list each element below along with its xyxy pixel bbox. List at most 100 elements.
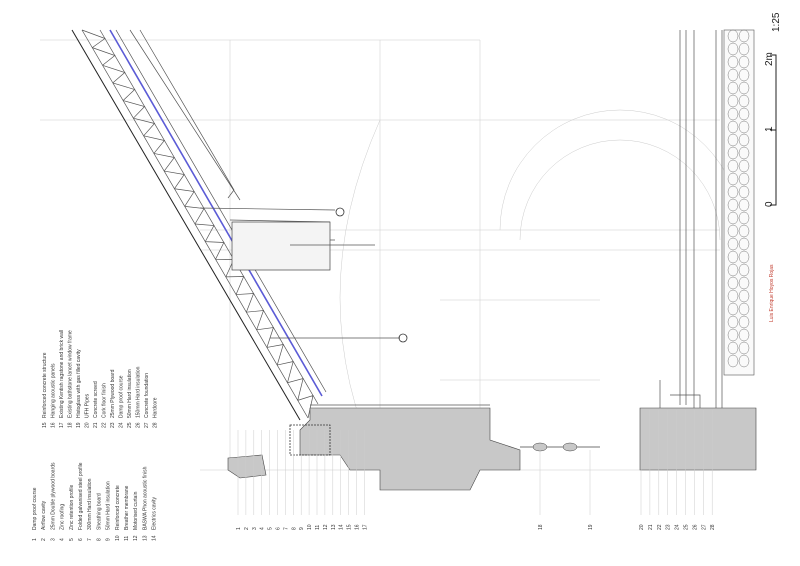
hardcore-stones [727,29,750,368]
legend-label: Existing Kentish ragstone and brick wall [59,330,65,418]
callout-10: 10 [307,524,313,530]
callout-15: 15 [347,524,353,530]
legend-label: Hanging acoustic panels [51,363,57,418]
stone [727,211,739,225]
legend-number: 1 [32,538,38,541]
stone [727,42,739,56]
legend-label: Electrics cavity [152,496,158,530]
legend-number: 24 [119,422,125,428]
stone [738,133,750,147]
callout-11: 11 [315,525,321,530]
legend-label: Folded galvanised steel profile [78,462,84,530]
legend-number: 4 [60,538,66,541]
legend-label: Concrete screed [93,381,99,418]
stone [738,263,750,277]
stone [727,263,739,277]
legend-label: 50mm Hard insulation [106,481,112,530]
stone [727,354,739,368]
stone [727,159,739,173]
stone [738,302,750,316]
callout-5: 5 [268,527,274,530]
stone [727,55,739,69]
acoustic-panel-fixing [335,207,345,217]
scale-bar: 0 1 2m 1:25 [764,12,782,207]
legend-number: 22 [102,422,108,428]
stone [727,146,739,160]
acoustic-panel-fixing [398,333,408,343]
stone [727,237,739,251]
legend-label: Zinc retention profile [69,484,75,530]
legend-label: 150mm Hard insulation [136,366,142,418]
stone [738,224,750,238]
legend-label: Damp proof course [119,375,125,418]
legend-number: 14 [152,535,158,541]
stone [727,328,739,342]
callout-25: 25 [684,524,690,530]
stone [738,94,750,108]
legend-number: 5 [69,538,75,541]
callout-8: 8 [291,527,297,530]
stone [738,211,750,225]
legend-number: 7 [87,538,93,541]
callout-28: 28 [710,524,716,530]
scale-ratio: 1:25 [771,12,782,32]
legend-number: 28 [153,422,159,428]
stone [727,81,739,95]
callout-12: 12 [323,524,329,530]
legend-number: 19 [76,422,82,428]
legend-number: 26 [136,422,142,428]
callout-18: 18 [538,524,544,530]
legend-number: 13 [142,535,148,541]
stone [738,341,750,355]
stone [727,94,739,108]
legend-label: Concrete foundation [144,373,150,418]
stone [727,224,739,238]
legend-number: 6 [78,538,84,541]
stone [738,68,750,82]
stone [727,250,739,264]
stone [738,289,750,303]
stone [738,328,750,342]
stone [738,159,750,173]
callout-19: 19 [588,524,594,530]
stone [727,185,739,199]
stone [738,146,750,160]
callout-leaders [237,410,713,515]
callout-9: 9 [299,527,305,530]
legend-number: 18 [68,422,74,428]
legend-number: 17 [59,422,65,428]
callout-23: 23 [666,524,672,530]
stone [738,276,750,290]
callout-16: 16 [355,524,361,530]
legend-number: 2 [41,538,47,541]
scale-tick-0: 0 [764,201,775,207]
legend-label: 300mm Hard insulation [87,478,93,530]
legend-number: 21 [93,422,99,428]
stone [738,55,750,69]
stone [738,185,750,199]
legend-label: Hardcore [153,397,159,418]
stone [727,198,739,212]
legend-label: Motorised curtain [133,491,139,530]
callout-3: 3 [252,527,258,530]
legend-label: 25mm Plywood board [110,369,116,418]
stone [738,107,750,121]
stone [738,172,750,186]
callout-17: 17 [362,524,368,530]
legend-label: Zinc roofing [60,504,66,530]
legend-number: 9 [106,538,112,541]
legend-label: Breather membrane [124,485,130,530]
truss-line [81,29,314,419]
callout-1: 1 [236,527,242,530]
callout-14: 14 [339,524,345,530]
legend-number: 12 [133,535,139,541]
stone [738,315,750,329]
concrete-beam [231,221,331,271]
stone [727,133,739,147]
legend-label: 25mm Double plywood boards [50,462,56,530]
callout-27: 27 [701,524,707,530]
legend-number: 15 [42,422,48,428]
